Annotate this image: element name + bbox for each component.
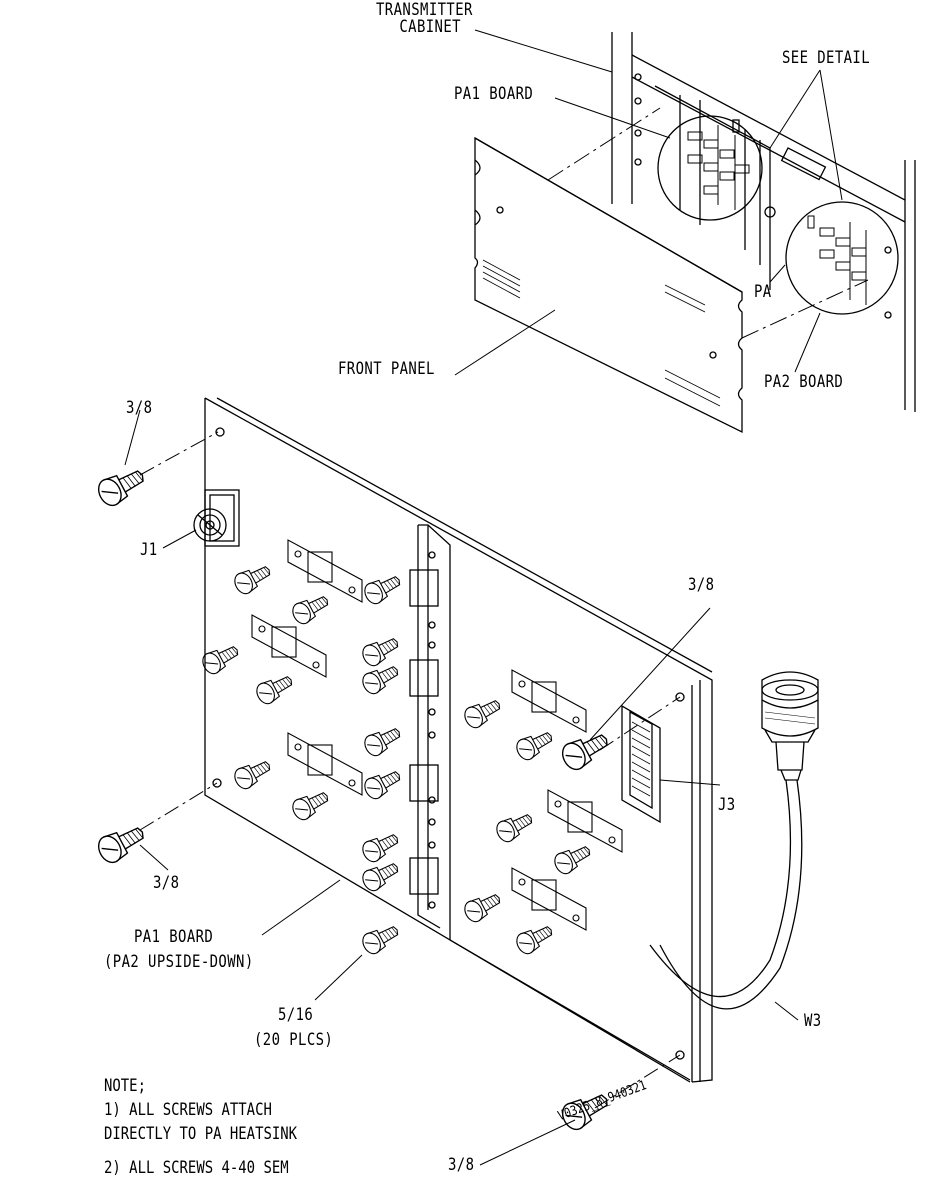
screw <box>361 722 404 758</box>
screw <box>493 808 536 844</box>
label-pa2-upside-down: (PA2 UPSIDE-DOWN) <box>104 954 254 971</box>
note-title: NOTE; <box>104 1074 297 1098</box>
transmitter-cabinet <box>612 32 915 412</box>
label-pa1-board-bottom: PA1 BOARD <box>134 929 213 946</box>
screw <box>359 828 402 864</box>
screw <box>551 840 594 876</box>
screw <box>359 920 402 956</box>
screw <box>461 694 504 730</box>
label-see-detail: SEE DETAIL <box>782 50 870 67</box>
label-j1: J1 <box>140 542 158 559</box>
note-line-1: 1) ALL SCREWS ATTACH <box>104 1098 297 1122</box>
label-front-panel: FRONT PANEL <box>338 361 435 378</box>
screw <box>94 463 149 510</box>
label-pa: PA <box>754 284 772 301</box>
screw <box>558 727 613 774</box>
label-pa1-board-top: PA1 BOARD <box>454 86 533 103</box>
label-screw-5-16: 5/16 <box>278 1007 313 1024</box>
label-w3: W3 <box>804 1013 822 1030</box>
screw <box>359 660 402 696</box>
screw <box>94 820 149 867</box>
screw <box>461 888 504 924</box>
screw <box>231 755 274 791</box>
label-20-plcs: (20 PLCS) <box>254 1032 333 1049</box>
screw <box>289 786 332 822</box>
top-leader-lines <box>455 30 868 375</box>
label-pa2-board: PA2 BOARD <box>764 374 843 391</box>
note-line-2: DIRECTLY TO PA HEATSINK <box>104 1122 297 1146</box>
screw <box>359 857 402 893</box>
heatsink-strip <box>410 525 690 1080</box>
label-screw-bottom-left: 3/8 <box>153 875 179 892</box>
screw <box>253 670 296 706</box>
label-transmitter-cabinet: TRANSMITTER CABINET <box>376 2 473 36</box>
screws <box>94 463 613 1134</box>
screw <box>361 765 404 801</box>
screw <box>231 560 274 596</box>
note-line-3: 2) ALL SCREWS 4-40 SEM <box>104 1156 297 1180</box>
label-screw-bottom-right: 3/8 <box>448 1157 474 1174</box>
screw <box>513 920 556 956</box>
j1-connector <box>194 490 239 546</box>
detail-circles <box>658 116 898 314</box>
label-screw-right: 3/8 <box>688 577 714 594</box>
front-panel <box>475 138 742 432</box>
notes-block: NOTE; 1) ALL SCREWS ATTACH DIRECTLY TO P… <box>104 1074 297 1180</box>
screw <box>361 570 404 606</box>
label-screw-top-left: 3/8 <box>126 400 152 417</box>
screw <box>199 640 242 676</box>
label-j3: J3 <box>718 797 736 814</box>
w3-cable <box>650 672 818 1009</box>
screw <box>289 590 332 626</box>
label-cabinet-line2: CABINET <box>376 19 473 36</box>
screw <box>359 632 402 668</box>
j3-connector <box>622 706 660 822</box>
screw <box>513 726 556 762</box>
